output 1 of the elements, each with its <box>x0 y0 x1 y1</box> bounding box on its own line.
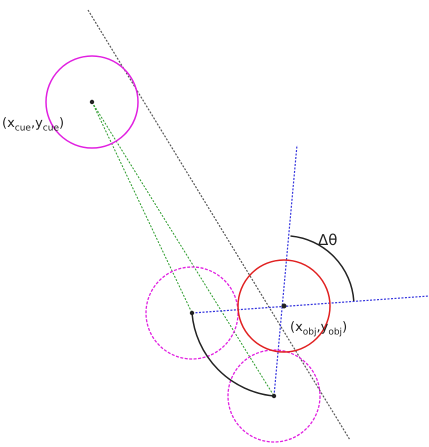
angle-label: Δθ <box>318 233 338 248</box>
